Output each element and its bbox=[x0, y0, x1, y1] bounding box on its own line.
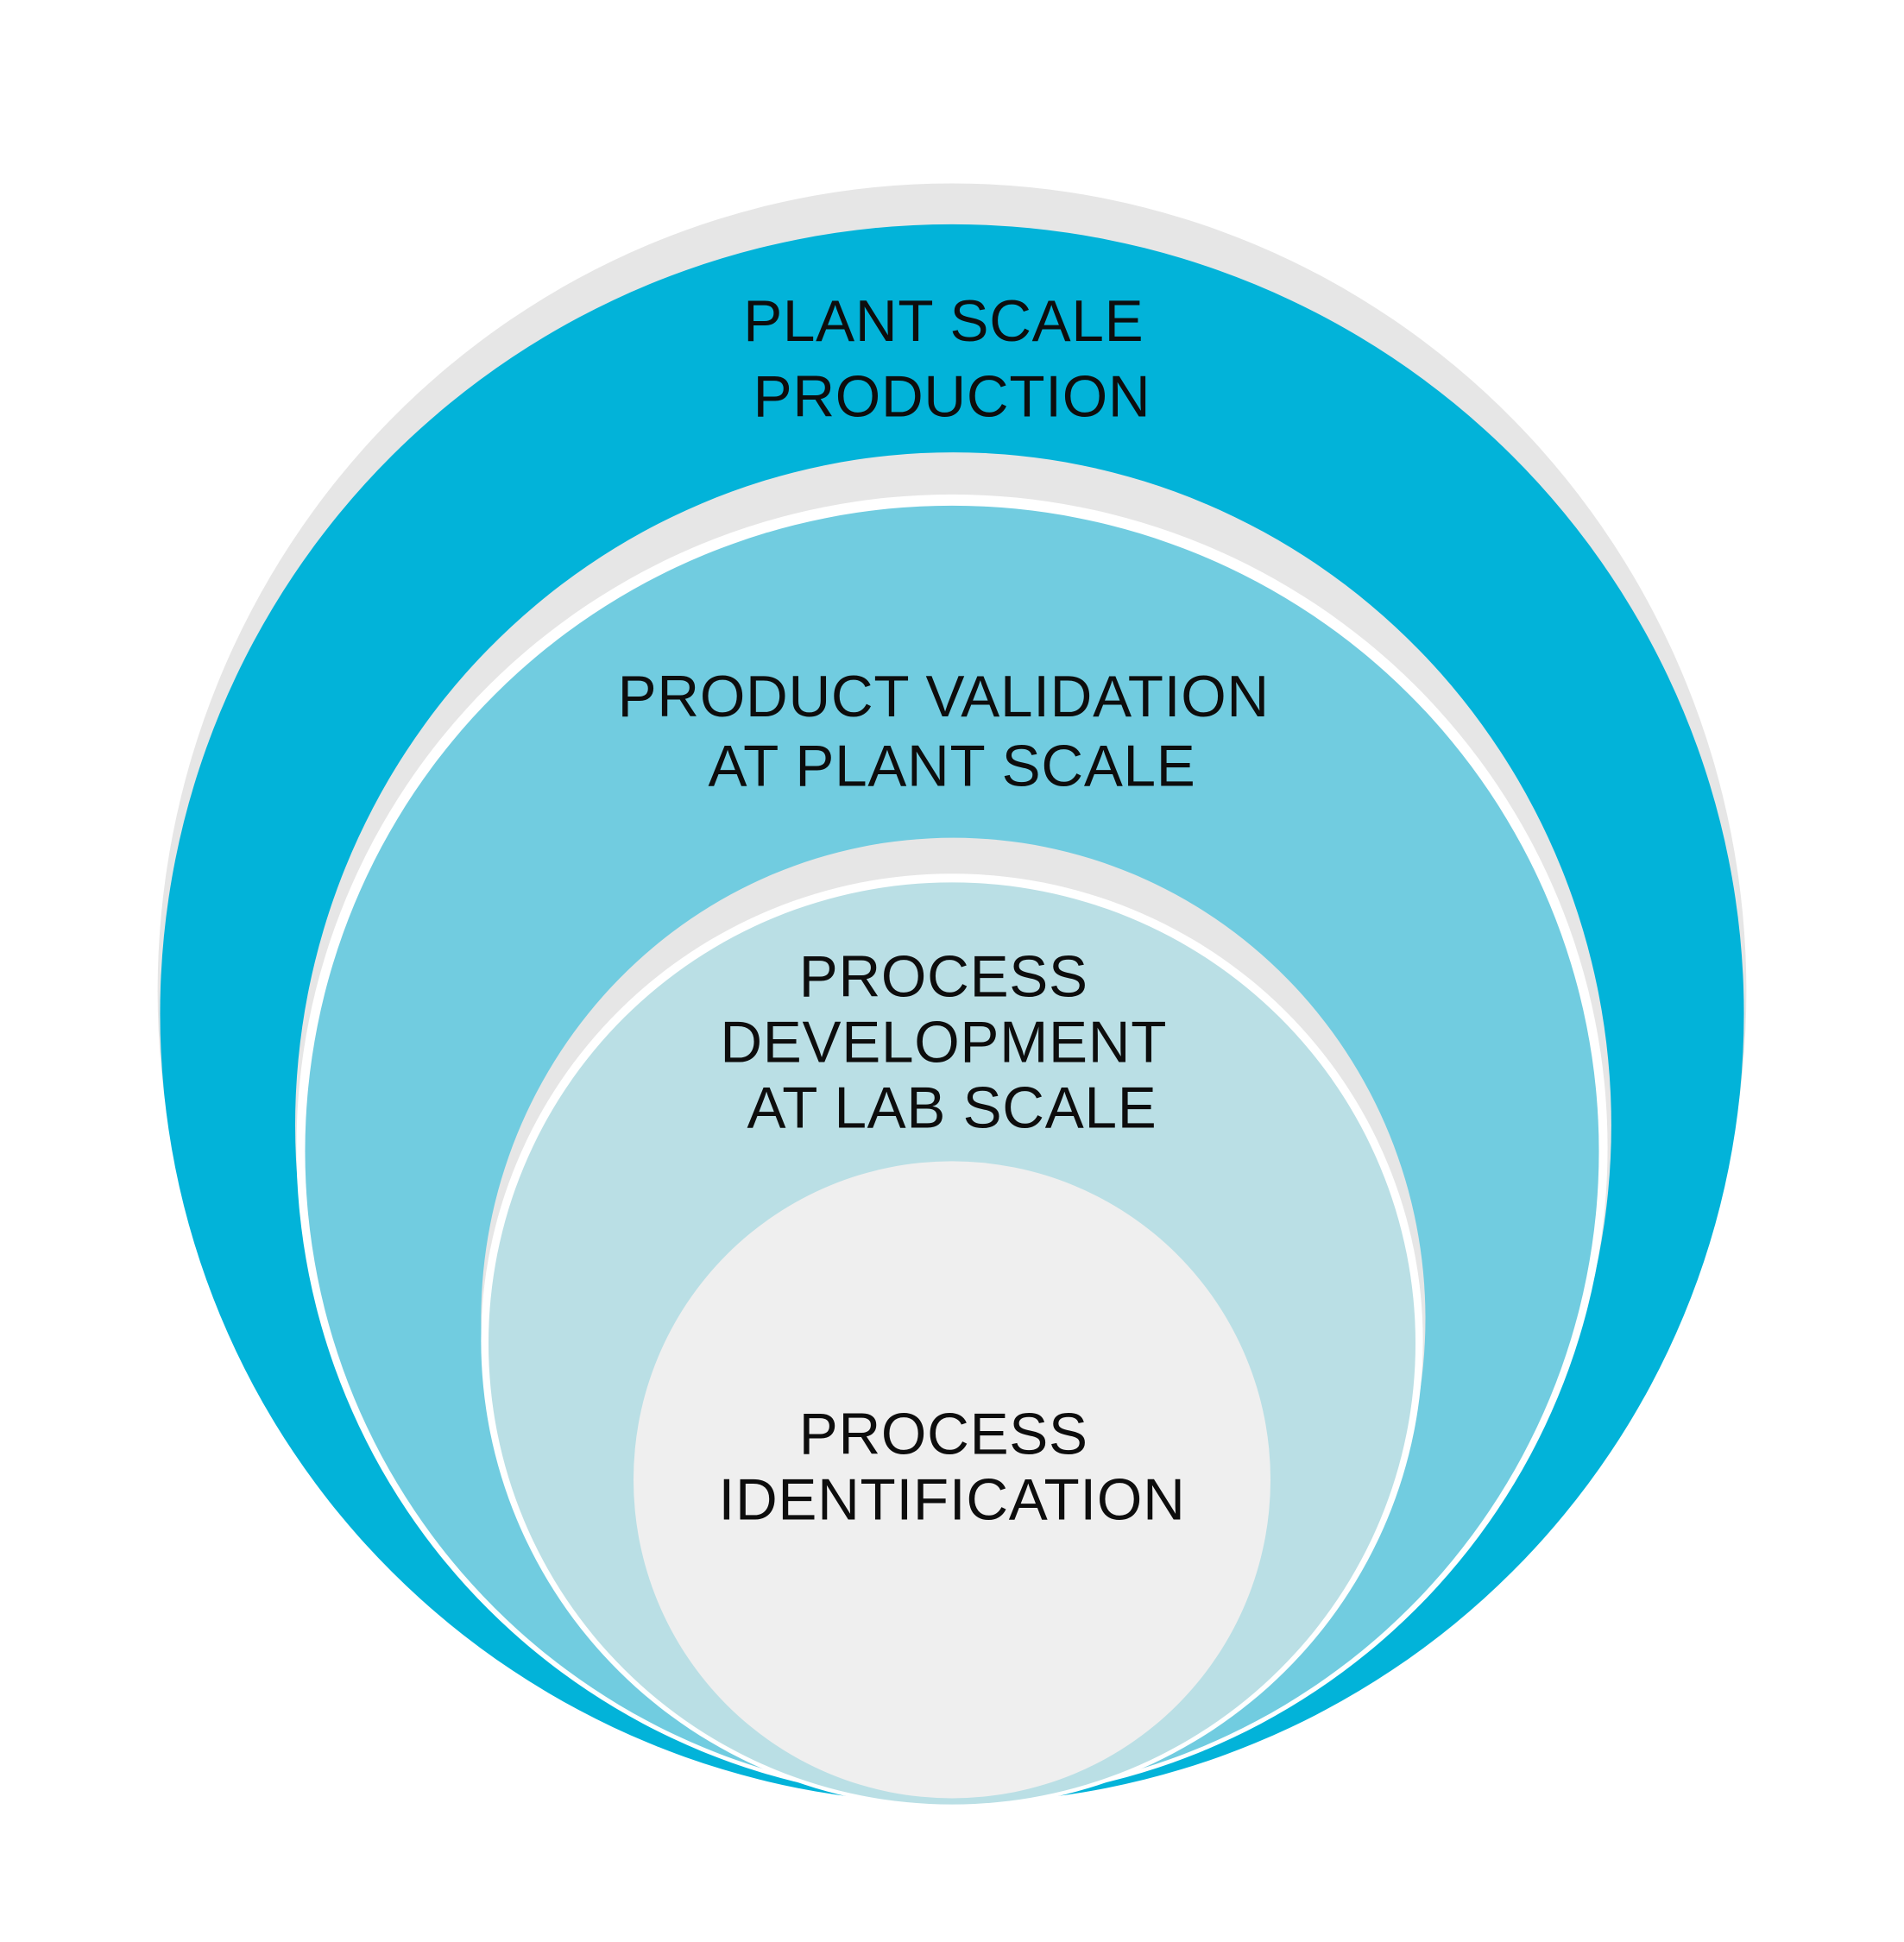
product-validation-label: PRODUCT VALIDATION AT PLANT SCALE bbox=[618, 665, 1287, 798]
label-line: PLANT SCALE bbox=[743, 289, 1144, 354]
label-line: PROCESS bbox=[799, 1402, 1088, 1466]
label-line: PRODUCTION bbox=[753, 364, 1151, 429]
layer-4-process-identification-circle bbox=[633, 1161, 1271, 1799]
label-line: IDENTIFICATION bbox=[718, 1467, 1185, 1532]
label-line: AT PLANT SCALE bbox=[708, 734, 1195, 798]
label-line: AT LAB SCALE bbox=[747, 1076, 1157, 1141]
process-identification-label: PROCESS IDENTIFICATION bbox=[718, 1402, 1185, 1532]
label-line: PROCESS bbox=[799, 944, 1088, 1009]
label-line: DEVELOPMENT bbox=[720, 1011, 1167, 1075]
plant-scale-label: PLANT SCALE PRODUCTION bbox=[743, 289, 1161, 430]
process-development-label: PROCESS DEVELOPMENT AT LAB SCALE bbox=[720, 944, 1183, 1140]
label-line: PRODUCT VALIDATION bbox=[618, 665, 1270, 729]
